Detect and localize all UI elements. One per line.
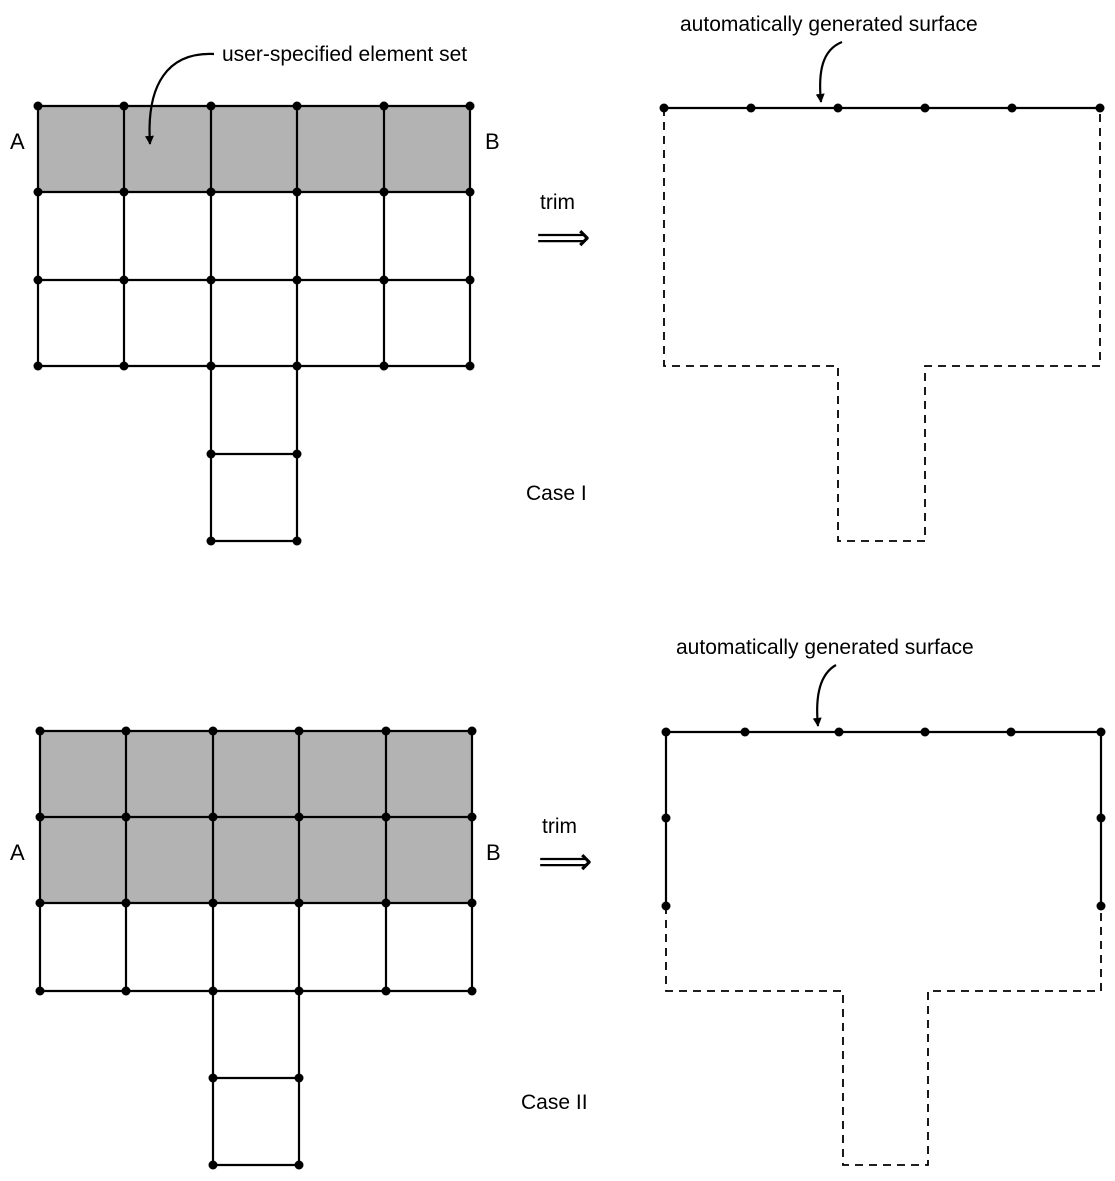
case1-surface-label: automatically generated surface: [680, 13, 978, 36]
case1-mesh: A B user-specified element set: [10, 43, 500, 546]
case1-label-a: A: [10, 129, 25, 154]
case2-surface-label: automatically generated surface: [676, 636, 974, 659]
case1-trim-label: trim: [540, 191, 575, 214]
case1-element-set-label: user-specified element set: [222, 43, 467, 66]
case2-implies-arrow-icon: ⟹: [538, 839, 592, 883]
case1-implies-arrow-icon: ⟹: [536, 215, 590, 259]
case2-mesh: A B: [10, 726, 501, 1170]
case2-label-b: B: [486, 840, 501, 865]
case1-surface-pointer: [815, 40, 843, 103]
case2-generated-surface: automatically generated surface: [661, 636, 1106, 1166]
case1-mesh-lines: [36, 104, 472, 543]
case2-label-a: A: [10, 840, 25, 865]
case1-trim-arrow: trim ⟹: [536, 191, 590, 259]
case2-trim-arrow: trim ⟹: [538, 815, 592, 883]
case1-caption: Case I: [526, 482, 587, 505]
case1-trimmed-outline: [663, 108, 1101, 542]
case2-mesh-nodes: [35, 726, 477, 1170]
case1-label-b: B: [485, 129, 500, 154]
case2-surface-nodes: [661, 727, 1106, 911]
case1-element-set-pointer: [144, 52, 215, 145]
case2-surface-pointer: [812, 664, 837, 727]
case1-selected-element-set: [38, 106, 470, 192]
case1-generated-surface: automatically generated surface: [659, 13, 1105, 542]
case2-mesh-lines: [38, 729, 474, 1167]
case1-mesh-nodes: [33, 101, 475, 546]
case1-surface-nodes: [659, 103, 1105, 113]
case2-trimmed-outline: [665, 906, 1102, 1166]
case2-trim-label: trim: [542, 815, 577, 838]
case2-caption: Case II: [521, 1091, 588, 1114]
case2-surface-edges: [664, 730, 1103, 906]
